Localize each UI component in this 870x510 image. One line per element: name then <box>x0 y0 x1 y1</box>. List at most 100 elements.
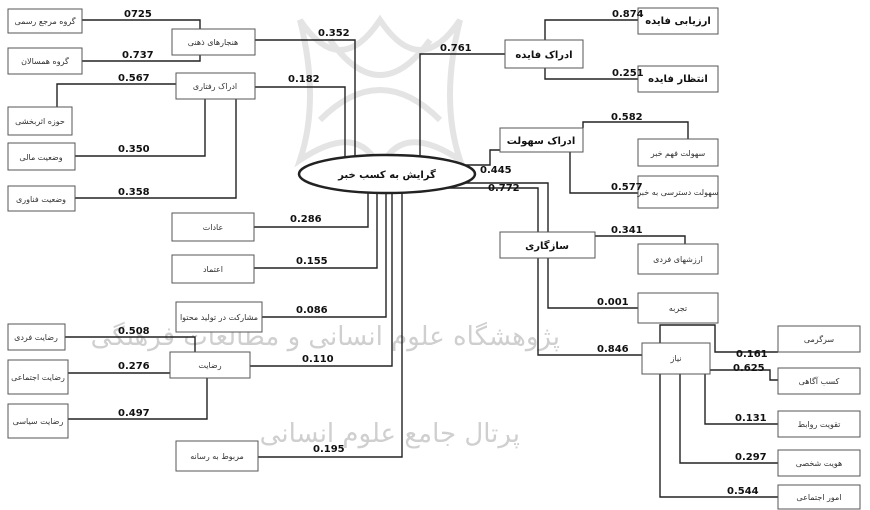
wire-center-rezayat <box>250 192 393 367</box>
label-adat: عادات <box>203 223 224 232</box>
label-sohoolat-fahm: سهولت فهم خبر <box>650 149 706 158</box>
node-etemad: اعتماد <box>171 254 255 284</box>
box-sazgari <box>499 231 596 259</box>
label-ejtemaei: امور اجتماعی <box>796 493 841 502</box>
label-sohoolat: ادراک سهولت <box>507 136 576 147</box>
wire-center-adat <box>254 190 369 228</box>
weight-sohoolat-dastrasi: 0.577 <box>611 182 643 193</box>
label-rezayat-siasi: رضایت سیاسی <box>13 417 64 426</box>
node-sohoolat-fahm: سهولت فهم خبر <box>637 138 719 167</box>
box-adat <box>171 212 255 242</box>
weight-saz-arzesh: 0.341 <box>611 225 643 236</box>
label-rezayat-ejtemaei: رضایت اجتماعی <box>11 373 65 382</box>
label-grooh-rasmi: گروه مرجع رسمی <box>14 16 75 26</box>
node-hanjar: هنجارهای ذهنی <box>171 28 256 56</box>
node-arzyabi: ارزیابی فایده <box>637 7 719 35</box>
node-hoze: حوزه اثربخشی <box>7 106 73 136</box>
box-arzesh-fardi <box>637 243 719 275</box>
wire-center-marboot <box>258 192 403 458</box>
box-rezayat <box>169 351 251 379</box>
box-sohoolat-fahm <box>637 138 719 167</box>
wire-center-sohoolat <box>460 149 500 166</box>
label-grooh-gheyr: گروه همسالان <box>21 56 69 66</box>
weight-hanjar-rasmi: 0725 <box>124 9 152 20</box>
wire-center-hanjar <box>255 39 356 160</box>
box-rezayat-fardi <box>7 323 66 351</box>
weight-center-ravan: 0.182 <box>288 74 320 85</box>
label-rezayat-fardi: رضایت فردی <box>14 333 58 342</box>
node-rezayat-fardi: رضایت فردی <box>7 323 66 351</box>
node-entezar: انتظار فایده <box>637 65 719 93</box>
wire-sohoolat-dastrasi <box>569 152 638 194</box>
box-agahi <box>777 367 861 395</box>
weight-niaz-ejtemaei: 0.544 <box>727 486 759 497</box>
label-sargarmi: سرگرمی <box>804 334 835 344</box>
wire-saz-arzesh <box>560 235 686 244</box>
wire-sohoolat-fahm <box>582 121 689 139</box>
wire-fayde-arzyabi <box>544 19 638 40</box>
node-tajrobe: تجربه <box>637 292 719 324</box>
box-grooh-rasmi <box>7 8 83 34</box>
box-etemad <box>171 254 255 284</box>
weight-fayde-entezar: 0.251 <box>612 68 644 79</box>
wire-niaz-ejtemaei <box>659 374 778 498</box>
label-rezayat: رضایت <box>198 361 221 370</box>
wire-saz-tajrobe <box>547 258 638 309</box>
label-moshkarat: مشارکت در تولید محتوا <box>180 313 258 322</box>
wire-niaz-sargarmi <box>659 324 778 353</box>
wire-hanjar-gheyr <box>82 54 201 62</box>
label-agahi: کسب آگاهی <box>799 376 840 386</box>
wire-center-ravan <box>255 86 346 160</box>
node-rezayat: رضایت <box>169 351 251 379</box>
node-niaz: نیاز <box>641 342 711 375</box>
node-vaziat-fanavari: وضعیت فناوری <box>7 185 76 212</box>
weight-rez-siasi: 0.497 <box>118 408 150 419</box>
box-moshkarat <box>175 301 263 333</box>
wire-hanjar-rasmi <box>82 19 201 30</box>
wire-niaz-taghviat <box>704 374 778 425</box>
wire-center-niaz <box>440 187 642 356</box>
box-niaz <box>641 342 711 375</box>
box-rezayat-siasi <box>7 403 69 439</box>
wire-fayde-entezar <box>544 68 638 80</box>
label-marboot: مربوط به رسانه <box>190 452 244 461</box>
box-sohoolat <box>499 127 584 153</box>
weight-center-etemad: 0.155 <box>296 256 328 267</box>
weight-center-sohoolat: 0.445 <box>480 165 512 176</box>
weight-niaz-hoviat: 0.297 <box>735 452 767 463</box>
box-grooh-gheyr <box>7 47 83 75</box>
weight-ravan-hoze: 0.567 <box>118 73 150 84</box>
box-vaziat-fanavari <box>7 185 76 212</box>
weight-center-adat: 0.286 <box>290 214 322 225</box>
box-sargarmi <box>777 325 861 353</box>
node-grooh-gheyr: گروه همسالان <box>7 47 83 75</box>
weight-niaz-taghviat: 0.131 <box>735 413 767 424</box>
wire-center-faydeh <box>419 53 505 160</box>
box-sohoolat-dastrasi <box>637 175 719 209</box>
box-ejtemaei <box>777 484 861 510</box>
node-hoviat: هویت شخصی <box>777 449 861 477</box>
label-hoze: حوزه اثربخشی <box>15 117 65 126</box>
weight-labels: 0.352 0.182 0.286 0.155 0.086 0.110 0.19… <box>118 9 768 497</box>
node-ravanshenasi: ادراک رفتاری <box>175 72 256 100</box>
box-faydeh <box>504 39 584 69</box>
weight-niaz-sargarmi: 0.161 <box>736 349 768 360</box>
weight-rez-ejtemaei: 0.276 <box>118 361 150 372</box>
wire-rez-siasi <box>68 378 208 420</box>
weight-saz-tajrobe: 0.001 <box>597 297 629 308</box>
weight-sohoolat-fahm: 0.582 <box>611 112 643 123</box>
node-ejtemaei: امور اجتماعی <box>777 484 861 510</box>
node-sohoolat: ادراک سهولت <box>499 127 584 153</box>
node-grooh-rasmi: گروه مرجع رسمی <box>7 8 83 34</box>
label-vaziat-fanavari: وضعیت فناوری <box>16 195 66 204</box>
wire-niaz-agahi <box>698 369 778 381</box>
label-arzyabi: ارزیابی فایده <box>645 16 711 27</box>
weight-center-sazgari: 0.772 <box>488 183 520 194</box>
wire-ravan-hoze <box>56 83 176 107</box>
box-tajrobe <box>637 292 719 324</box>
wire-center-sazgari <box>460 182 549 232</box>
watermark-line-2: پرتال جامع علوم انسانی <box>260 419 520 449</box>
label-sazgari: سازگاری <box>525 239 569 252</box>
box-hoze <box>7 106 73 136</box>
